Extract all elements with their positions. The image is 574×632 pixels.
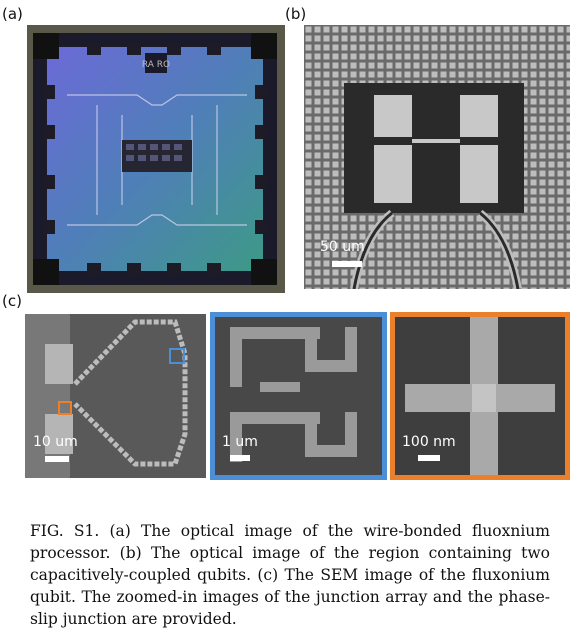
scale-label-c1: 10 um: [33, 434, 78, 450]
junction-array-image: 1 um: [210, 312, 387, 480]
coupled-qubits-image: 50 um: [304, 25, 570, 289]
phase-slip-junction-image: 100 nm: [390, 312, 570, 480]
scale-bar-b: [332, 261, 362, 267]
optical-chip-image: RA RO: [27, 25, 285, 293]
scale-label-b: 50 um: [320, 239, 365, 255]
scale-label-c2: 1 um: [222, 434, 258, 450]
scale-bar-c3: [418, 455, 440, 461]
panel-label-c: (c): [2, 292, 22, 310]
scale-bar-c1: [45, 456, 69, 462]
sem-fluxonium-image: 10 um: [25, 314, 206, 478]
scale-label-c3: 100 nm: [402, 434, 456, 450]
figure-caption: FIG. S1. (a) The optical image of the wi…: [30, 522, 550, 628]
panel-label-b: (b): [285, 5, 307, 23]
chip-logo-text: RA RO: [142, 60, 170, 70]
scale-bar-c2: [230, 455, 250, 461]
panel-label-a: (a): [2, 5, 23, 23]
